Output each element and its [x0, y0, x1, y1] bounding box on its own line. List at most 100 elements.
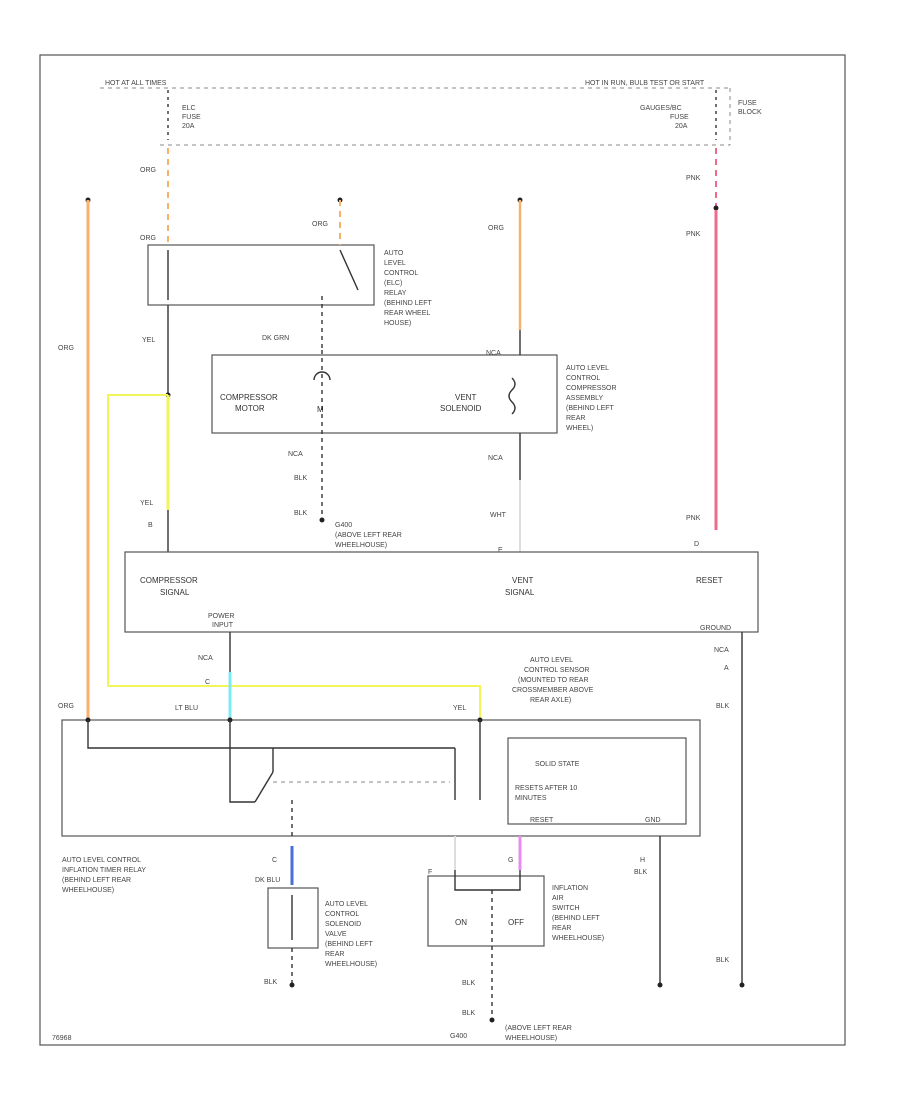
- solid-state-label: SOLID STATE: [535, 761, 580, 768]
- switch-desc-3: SWITCH: [552, 905, 580, 912]
- hot-in-run-label: HOT IN RUN, BULB TEST OR START: [585, 80, 705, 87]
- assembly-label-1: AUTO LEVEL: [566, 365, 609, 372]
- pnk-label-1: PNK: [686, 175, 701, 182]
- relay-label-2: LEVEL: [384, 260, 406, 267]
- yel-label-3: YEL: [453, 705, 466, 712]
- timer-switch-contact: [254, 771, 274, 803]
- solid-state-box: [507, 737, 687, 825]
- ground-upper-dot: [319, 517, 325, 523]
- relay-switch-contact: [339, 249, 359, 291]
- blk-label-4: BLK: [716, 957, 730, 964]
- relay-label-5: RELAY: [384, 290, 407, 297]
- switch-desc-6: WHEELHOUSE): [552, 935, 604, 942]
- assembly-label-2: CONTROL: [566, 375, 600, 382]
- inflation-timer-relay-box: [61, 719, 701, 837]
- org-left-label-2: ORG: [58, 703, 74, 710]
- pin-g-label: G: [508, 857, 513, 864]
- solenoid-label-2: CONTROL: [325, 911, 359, 918]
- blk-label-1: BLK: [294, 475, 308, 482]
- pin-a-label: A: [724, 665, 729, 672]
- pin-c-label-1: C: [205, 679, 210, 686]
- sensor-reset-label: RESET: [696, 576, 723, 585]
- solenoid-label-5: (BEHIND LEFT: [325, 941, 374, 948]
- assembly-label-5: (BEHIND LEFT: [566, 405, 615, 412]
- ground-lower-label-1: G400: [450, 1033, 467, 1040]
- compressor-assembly-box: [211, 354, 558, 434]
- wht-label: WHT: [490, 512, 507, 519]
- org-left-label: ORG: [58, 345, 74, 352]
- gauges-fuse-label-2: FUSE: [670, 114, 689, 121]
- timer-switch-lead: [229, 720, 255, 803]
- motor-m-icon: M: [317, 405, 324, 414]
- org-vent-label: ORG: [488, 225, 504, 232]
- relay-label-7: REAR WHEEL: [384, 310, 430, 317]
- timer-ground-dot: [657, 982, 663, 988]
- compressor-motor-label-1: COMPRESSOR: [220, 393, 278, 402]
- pnk-splice-dot: [713, 205, 719, 211]
- nca-label-1: NCA: [288, 451, 303, 458]
- solenoid-label-6: REAR: [325, 951, 344, 958]
- blk-label-6: BLK: [462, 980, 476, 987]
- inflation-switch-box: [427, 875, 545, 947]
- timer-desc-1: AUTO LEVEL CONTROL: [62, 857, 141, 864]
- sensor-ground-label: GROUND: [700, 625, 731, 632]
- relay-label-8: HOUSE): [384, 320, 411, 327]
- vent-solenoid-label-2: SOLENOID: [440, 404, 482, 413]
- switch-desc-4: (BEHIND LEFT: [552, 915, 601, 922]
- solenoid-label-7: WHEELHOUSE): [325, 961, 377, 968]
- compressor-motor-symbol: [313, 371, 331, 381]
- yel-label-2: YEL: [140, 500, 153, 507]
- pin-f-label: F: [428, 869, 432, 876]
- switch-off-label: OFF: [508, 918, 524, 927]
- timer-desc-3: (BEHIND LEFT REAR: [62, 877, 131, 884]
- sensor-compressor-signal-2: SIGNAL: [160, 588, 190, 597]
- nca-label-5: NCA: [714, 647, 729, 654]
- relay-label-6: (BEHIND LEFT: [384, 300, 433, 307]
- switch-on-label: ON: [455, 918, 467, 927]
- ground-upper-label-1: G400: [335, 522, 352, 529]
- ground-upper-label-3: WHEELHOUSE): [335, 542, 387, 549]
- solenoid-ground-dot: [289, 982, 295, 988]
- vent-solenoid-label-1: VENT: [455, 393, 476, 402]
- blk-label-3: BLK: [716, 703, 730, 710]
- gauges-fuse-label-1: GAUGES/BC: [640, 105, 682, 112]
- ground-lower-label-2: (ABOVE LEFT REAR: [505, 1025, 572, 1032]
- fuse-block-label-2: BLOCK: [738, 109, 762, 116]
- switch-desc-2: AIR: [552, 895, 564, 902]
- sensor-vent-signal-1: VENT: [512, 576, 533, 585]
- gauges-fuse-label-3: 20A: [675, 123, 688, 130]
- pin-c-label-2: C: [272, 857, 277, 864]
- sensor-ground-dot: [739, 982, 745, 988]
- ground-lower-label-3: WHEELHOUSE): [505, 1035, 557, 1042]
- sensor-desc-4: CROSSMEMBER ABOVE: [512, 687, 594, 694]
- switch-desc-1: INFLATION: [552, 885, 588, 892]
- pin-d-label: D: [694, 541, 699, 548]
- pin-e-label: E: [498, 547, 503, 554]
- switch-desc-5: REAR: [552, 925, 571, 932]
- relay-label-1: AUTO: [384, 250, 404, 257]
- relay-label-3: CONTROL: [384, 270, 418, 277]
- dkgrn-label: DK GRN: [262, 335, 289, 342]
- blk-label-7: BLK: [462, 1010, 476, 1017]
- timer-reset-pin: RESET: [530, 817, 554, 824]
- org-relay-label: ORG: [312, 221, 328, 228]
- blk-label-5: BLK: [264, 979, 278, 986]
- yel-label-1: YEL: [142, 337, 155, 344]
- yel-loop-wire: [107, 394, 481, 718]
- assembly-label-4: ASSEMBLY: [566, 395, 604, 402]
- blk-label-8: BLK: [634, 869, 648, 876]
- assembly-label-7: WHEEL): [566, 425, 593, 432]
- assembly-label-6: REAR: [566, 415, 585, 422]
- vent-solenoid-coil-icon: [508, 377, 516, 415]
- elc-relay-box: [147, 244, 375, 306]
- diagram-id: 76968: [52, 1035, 72, 1042]
- solenoid-valve-box: [267, 887, 319, 949]
- hot-at-all-times-label: HOT AT ALL TIMES: [105, 80, 167, 87]
- solenoid-label-3: SOLENOID: [325, 921, 361, 928]
- assembly-label-3: COMPRESSOR: [566, 385, 617, 392]
- solenoid-label-1: AUTO LEVEL: [325, 901, 368, 908]
- switch-ground-dot: [489, 1017, 495, 1023]
- sensor-desc-5: REAR AXLE): [530, 697, 571, 704]
- pnk-label-3: PNK: [686, 515, 701, 522]
